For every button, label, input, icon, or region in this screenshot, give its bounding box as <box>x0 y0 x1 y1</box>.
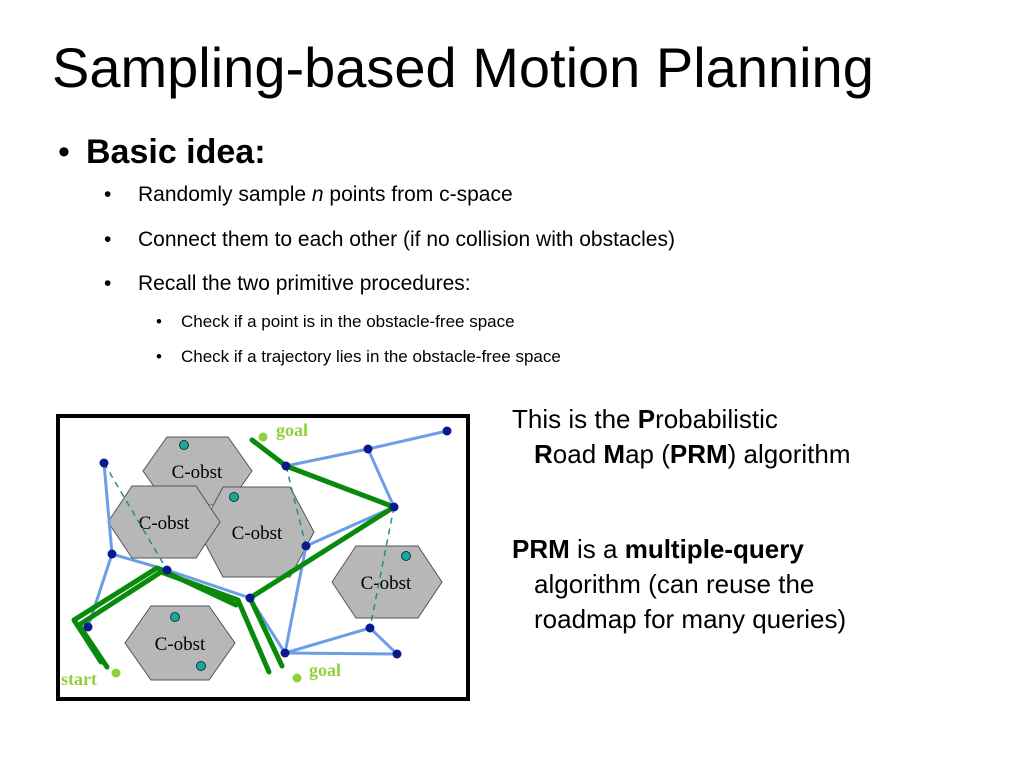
roadmap-edge <box>102 461 114 556</box>
bullet-random-sample: • Randomly sample n points from c-space <box>104 181 513 209</box>
bullet-connect-text: Connect them to each other (if no collis… <box>138 228 675 251</box>
bullet-dot: • <box>156 312 162 331</box>
roadmap-edge <box>366 429 449 451</box>
bullet-check-point: • Check if a point is in the obstacle-fre… <box>156 311 515 333</box>
roadmap-node <box>281 461 291 471</box>
query-labels: goal start goal <box>61 420 341 689</box>
text-run-bold: M <box>603 439 626 469</box>
obstacle-5 <box>124 605 236 681</box>
prm-multi-query-line2: algorithm (can reuse the <box>534 569 815 599</box>
text-run-bold: PRM <box>512 534 570 564</box>
roadmap-node <box>392 649 402 659</box>
roadmap-node <box>365 623 375 633</box>
bullet-recall-text: Recall the two primitive procedures: <box>138 272 471 295</box>
text-run: This is the <box>512 404 638 434</box>
obstacle-labels: C-obst C-obst C-obst C-obst C-obst <box>139 462 412 655</box>
bullet-dot: • <box>58 133 70 171</box>
roadmap-node <box>245 593 255 603</box>
inner-point <box>196 661 206 671</box>
bullet-random-sample-var: n <box>311 183 324 206</box>
obstacle-3 <box>107 485 221 559</box>
inner-sample-points <box>170 440 411 671</box>
roadmap-node <box>301 541 311 551</box>
obstacle-label-4: C-obst <box>361 573 412 594</box>
bullet-dot: • <box>104 183 112 206</box>
roadmap-node <box>442 426 452 436</box>
solution-path-3 <box>71 565 239 665</box>
goal-marker-top <box>258 432 268 442</box>
roadmap-node <box>162 565 172 575</box>
roadmap-node <box>363 444 373 454</box>
colliding-edge <box>103 462 168 571</box>
prm-multi-query-line1: PRM is a multiple-query <box>512 532 846 567</box>
inner-point <box>179 440 189 450</box>
prm-multi-query: PRM is a multiple-query algorithm (can r… <box>512 532 846 637</box>
roadmap-node <box>99 458 109 468</box>
start-label: start <box>61 669 97 689</box>
prm-multi-query-line3: roadmap for many queries) <box>534 604 847 634</box>
text-run-bold: PRM <box>669 439 728 469</box>
text-run: robabilistic <box>655 404 778 434</box>
text-run-bold: multiple-query <box>624 534 804 564</box>
obstacle-4 <box>331 545 443 619</box>
inner-point <box>229 492 239 502</box>
roadmap-edge <box>283 651 399 656</box>
roadmap-node <box>83 622 93 632</box>
roadmap-edge <box>366 447 396 509</box>
roadmap-node <box>107 549 117 559</box>
inner-point <box>401 551 411 561</box>
colliding-edge <box>285 465 307 547</box>
bullet-dot: • <box>104 272 112 295</box>
roadmap-edge <box>283 626 372 655</box>
obstacle-label-5: C-obst <box>155 634 206 655</box>
text-run: is a <box>569 534 625 564</box>
roadmap-node <box>389 502 399 512</box>
bullet-check-point-text: Check if a point is in the obstacle-free… <box>181 312 515 331</box>
goal-label-top: goal <box>276 420 308 440</box>
colliding-edges <box>103 462 395 629</box>
prm-description-line2: Road Map (PRM) algorithm <box>512 437 850 472</box>
roadmap-edge <box>368 626 399 656</box>
roadmap-edge <box>284 447 370 468</box>
obstacle-label-2: C-obst <box>232 523 283 544</box>
goal-marker-bottom <box>292 673 302 683</box>
obstacle-label-3: C-obst <box>139 513 190 534</box>
bullet-random-sample-pre: Randomly sample <box>138 183 312 206</box>
bullet-dot: • <box>104 228 112 251</box>
inner-point <box>170 612 180 622</box>
colliding-edge <box>369 506 395 629</box>
text-run: ) algorithm <box>727 439 851 469</box>
bullet-check-trajectory: • Check if a trajectory lies in the obsta… <box>156 346 561 368</box>
roadmap-node <box>280 648 290 658</box>
text-run: oad <box>552 439 604 469</box>
roadmap-edge <box>165 568 252 600</box>
bullet-basic-idea-text: Basic idea: <box>86 133 266 171</box>
bullet-connect: • Connect them to each other (if no colli… <box>104 226 675 254</box>
text-run: ap ( <box>625 439 670 469</box>
bullet-basic-idea: • Basic idea: <box>58 130 266 174</box>
prm-description: This is the Probabilistic Road Map (PRM)… <box>512 402 850 472</box>
obstacle-2 <box>198 486 315 578</box>
text-run-bold: R <box>534 439 553 469</box>
obstacles <box>107 436 443 681</box>
prm-diagram: C-obst C-obst C-obst C-obst C-obst <box>56 414 470 701</box>
bullet-dot: • <box>156 347 162 366</box>
roadmap-nodes <box>83 426 452 659</box>
slide-title: Sampling-based Motion Planning <box>52 36 874 99</box>
text-run-bold: P <box>637 404 656 434</box>
bullet-check-trajectory-text: Check if a trajectory lies in the obstac… <box>181 347 561 366</box>
prm-description-line1: This is the Probabilistic <box>512 402 850 437</box>
query-markers <box>111 432 302 683</box>
bullet-recall: • Recall the two primitive procedures: <box>104 270 471 298</box>
obstacle-label-1: C-obst <box>172 462 223 483</box>
bullet-random-sample-post: points from c-space <box>323 183 513 206</box>
start-marker <box>111 668 121 678</box>
goal-label-bottom: goal <box>309 660 341 680</box>
